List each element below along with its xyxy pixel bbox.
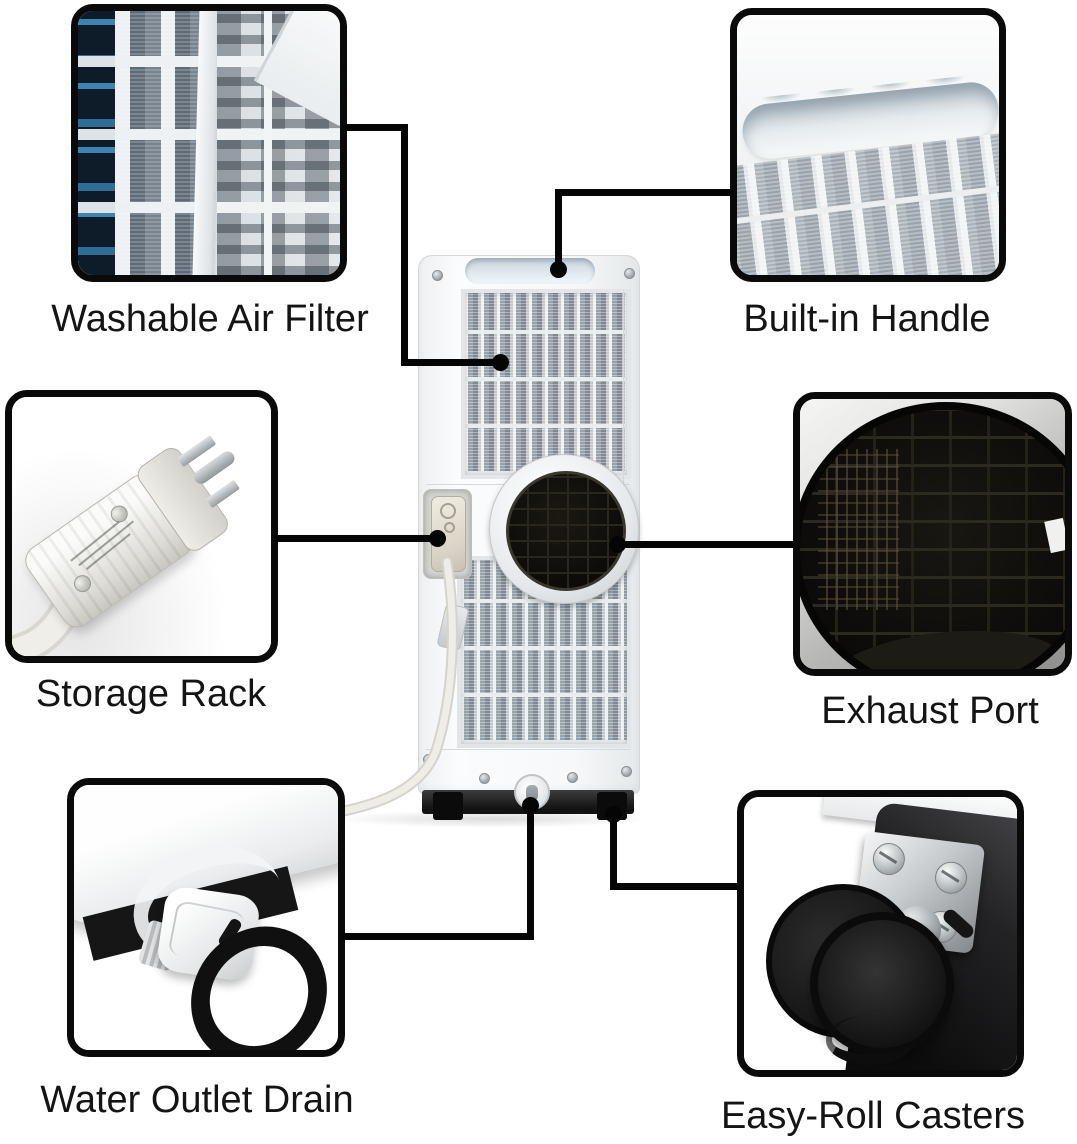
exhaust-inner-grille	[817, 448, 900, 610]
drain-closeup	[74, 785, 338, 1050]
plate-screw-icon	[870, 840, 906, 877]
label-washable-air-filter: Washable Air Filter	[51, 298, 369, 340]
storage-rack-photo	[5, 390, 278, 663]
plug-detail	[440, 503, 456, 519]
callout-line-casters	[610, 813, 617, 890]
ac-upper-grille	[461, 289, 631, 479]
built-in-handle-photo	[730, 8, 1006, 282]
plate-screw-icon	[933, 859, 970, 896]
label-easy-roll-casters: Easy-Roll Casters	[720, 1095, 1026, 1137]
exhaust-port-photo	[793, 392, 1072, 676]
screw-icon	[479, 773, 490, 784]
filter-frame-rib	[264, 11, 272, 275]
callout-line-casters	[610, 883, 737, 890]
callout-line-filter	[344, 124, 408, 131]
screw-icon	[423, 754, 434, 765]
caster-yoke	[825, 1015, 914, 1065]
label-water-outlet-drain: Water Outlet Drain	[40, 1079, 354, 1121]
ac-exhaust-grid	[506, 471, 626, 591]
filter-blue-mesh	[78, 11, 121, 275]
ac-foot-left	[433, 792, 463, 820]
screw-icon	[624, 268, 635, 279]
caster-closeup	[744, 797, 1017, 1070]
callout-line-storage-rack	[275, 535, 442, 542]
ac-top-handle-recess	[465, 258, 595, 284]
ac-unit-back	[418, 255, 640, 821]
callout-dot-handle	[550, 261, 567, 278]
exhaust-grid-circle	[800, 401, 1065, 669]
callout-line-handle	[555, 189, 562, 272]
callout-line-handle	[555, 189, 733, 196]
power-plug-closeup	[12, 397, 271, 656]
exhaust-vane	[832, 622, 1065, 669]
screw-icon	[432, 270, 443, 281]
screw-icon	[621, 766, 632, 777]
callout-line-drain	[527, 804, 534, 940]
callout-line-filter	[401, 124, 408, 366]
exhaust-closeup	[800, 399, 1065, 669]
washable-air-filter-photo	[71, 4, 347, 282]
label-built-in-handle: Built-in Handle	[743, 298, 991, 340]
screw-icon	[567, 772, 578, 783]
callout-dot-casters	[605, 806, 622, 823]
ac-exhaust-port	[489, 454, 639, 604]
ac-bottom-seam	[426, 749, 630, 750]
callout-dot-storage-rack	[429, 530, 446, 547]
callout-line-exhaust	[614, 541, 793, 548]
easy-roll-casters-photo	[737, 790, 1024, 1077]
callout-dot-exhaust	[609, 536, 626, 553]
callout-line-drain	[341, 933, 534, 940]
water-outlet-drain-photo	[67, 778, 345, 1057]
label-storage-rack: Storage Rack	[35, 673, 267, 715]
air-filter-closeup	[78, 11, 340, 275]
plug-prong	[205, 479, 241, 509]
callout-dot-drain	[522, 797, 539, 814]
plug-detail	[444, 522, 455, 533]
label-exhaust-port: Exhaust Port	[821, 690, 1039, 732]
callout-line-filter	[401, 359, 500, 366]
handle-closeup	[737, 15, 999, 275]
callout-dot-filter	[492, 354, 509, 371]
